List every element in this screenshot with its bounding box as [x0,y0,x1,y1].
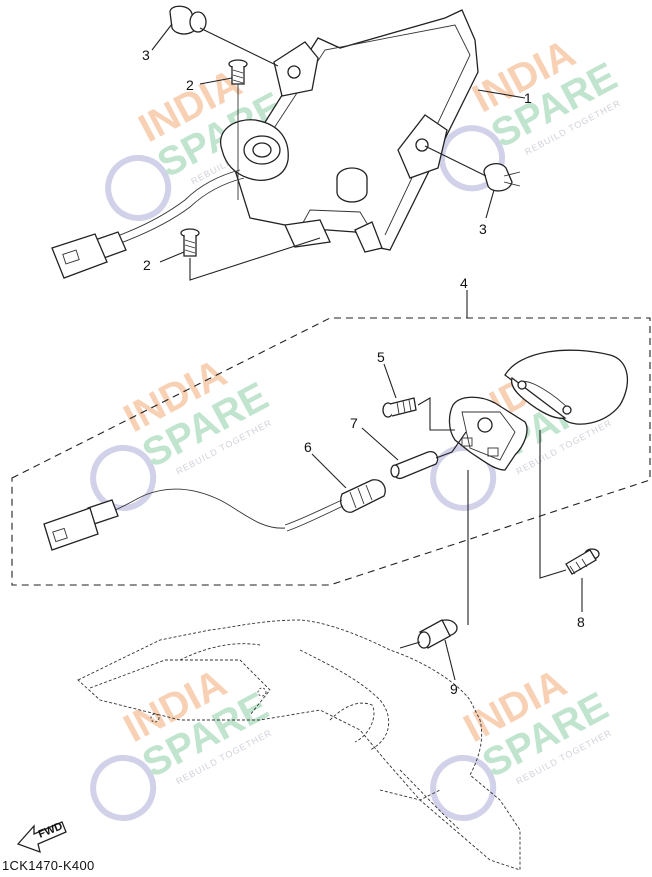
lamp-base-plate [448,396,528,471]
watermark-logo-icon [90,754,157,821]
watermark-bottom-left: INDIA SPARE REBUILD TOGETHER [90,661,275,821]
screw-part-5 [382,397,455,431]
watermark-logo-icon [430,754,497,821]
connector-harness-top [51,169,245,279]
callout-4: 4 [460,275,468,291]
grommet-part-3-lower [424,145,521,192]
callout-6: 6 [304,439,312,455]
callout-8: 8 [577,614,585,630]
assembly-4-outline [11,317,651,586]
fwd-arrow-icon: FWD [16,820,67,854]
watermark-logo-icon [105,154,172,221]
leader-part-7 [361,427,399,461]
bolt-part-8 [539,430,600,579]
leader-part-3-upper [151,23,173,51]
watermark-logo-icon [90,444,157,511]
leader-part-3-lower [485,189,495,219]
collar-part-9 [399,470,469,649]
watermark-bottom-right: INDIA SPARE REBUILD TOGETHER [430,661,615,821]
callout-5: 5 [377,349,385,365]
callout-3-lower: 3 [479,221,487,237]
leader-part-6 [311,453,347,489]
watermark-logo-icon [438,125,505,192]
screw-part-2-lower [180,228,321,281]
screw-part-2-upper [228,59,248,200]
rear-fender-outline [77,619,521,871]
leader-part-5 [383,363,397,399]
bulb-part-7 [390,431,467,480]
grommet-part-3-upper [169,5,279,67]
callout-1: 1 [524,90,532,106]
callout-2-upper: 2 [186,77,194,93]
callout-7: 7 [350,415,358,431]
watermark-group: INDIA SPARE REBUILD TOGETHER INDIA SPARE… [90,31,624,821]
socket-part-6 [43,479,386,551]
diagram-reference-code: 1CK1470-K400 [2,858,95,873]
leader-part-2-upper [199,77,233,85]
callout-3-upper: 3 [142,47,150,63]
callout-9: 9 [450,681,458,697]
leader-part-2-lower [159,251,185,263]
watermark-mid-left: INDIA SPARE REBUILD TOGETHER [90,351,275,511]
leader-part-9 [444,639,456,681]
leader-part-1 [477,89,526,99]
callout-2-lower: 2 [143,257,151,273]
lamp-lens-housing [504,349,629,425]
bracket-part-1 [219,9,479,253]
